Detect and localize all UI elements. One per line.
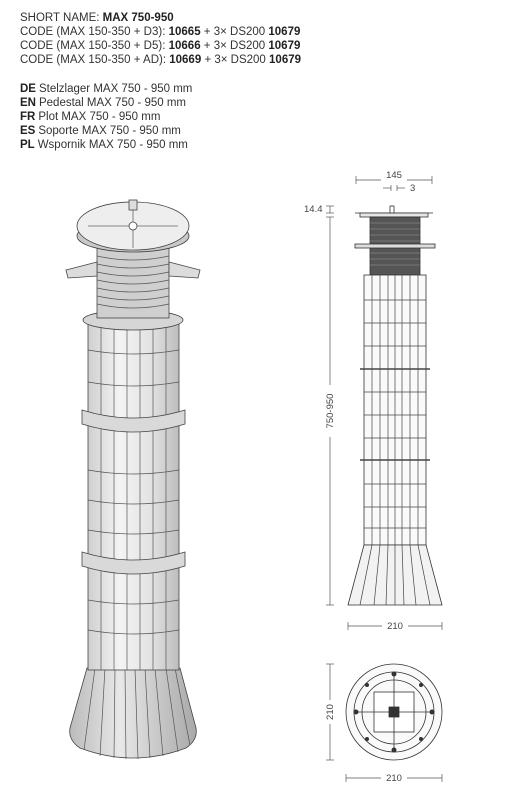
side-wings (354, 243, 436, 249)
code-line-1: CODE (MAX 150-350 + D3): 10665 + 3× DS20… (20, 25, 300, 39)
plan-center (388, 706, 400, 718)
code-number-2: 10679 (269, 54, 302, 66)
plan-holes (353, 671, 435, 753)
thread-lines (96, 255, 170, 309)
code-number: 10665 (168, 26, 201, 38)
code-number-2: 10679 (268, 40, 301, 52)
dim-height-range: 750-950 (325, 394, 336, 429)
side-column-grid (360, 275, 430, 545)
right-tab (168, 261, 201, 279)
head-center-hole (128, 221, 138, 231)
code-plus: + 3× DS200 (204, 54, 266, 66)
code-number: 10669 (169, 54, 202, 66)
pedestal-3d-view (65, 199, 201, 760)
side-base-ribs (359, 544, 431, 606)
dim-plan-height: 210 (325, 704, 336, 720)
code-line-2: CODE (MAX 150-350 + D5): 10666 + 3× DS20… (20, 39, 300, 53)
short-name-value: MAX 750-950 (102, 12, 174, 24)
dim-base-width: 210 (387, 621, 403, 632)
code-line-3: CODE (MAX 150-350 + AD): 10669 + 3× DS20… (20, 53, 301, 67)
short-name-line: SHORT NAME: MAX 750-950 (20, 11, 174, 25)
lang-code: FR (20, 111, 36, 123)
dim-tab-width: 3 (410, 183, 415, 194)
head-plate (359, 212, 429, 218)
lang-text: Pedestal MAX 750 - 950 mm (38, 97, 186, 109)
lang-text: Stelzlager MAX 750 - 950 mm (38, 83, 193, 95)
dim-head-height: 14.4 (304, 204, 323, 215)
code-number-2: 10679 (268, 26, 301, 38)
code-label: CODE (MAX 150-350 + D5): (20, 40, 166, 52)
column-grid (87, 322, 180, 670)
connector-ring-1 (81, 409, 186, 433)
center-tab (389, 205, 395, 214)
lang-code: ES (20, 125, 36, 137)
threaded-head (96, 247, 170, 319)
lang-code: EN (20, 97, 36, 109)
lang-text: Wspornik MAX 750 - 950 mm (37, 139, 188, 151)
lang-code: PL (20, 139, 35, 151)
lang-text: Soporte MAX 750 - 950 mm (38, 125, 181, 137)
code-plus: + 3× DS200 (203, 40, 266, 52)
dim-top-width: 145 (386, 170, 402, 181)
left-tab (65, 261, 98, 279)
connector-ring-2 (81, 551, 186, 575)
base-ribs (83, 667, 191, 760)
pedestal-column (87, 321, 180, 671)
head-tab (128, 199, 138, 211)
code-label: CODE (MAX 150-350 + AD): (20, 54, 167, 66)
side-elevation-view (347, 205, 443, 606)
plan-view (345, 663, 443, 761)
lang-text: Plot MAX 750 - 950 mm (38, 111, 161, 123)
lang-code: DE (20, 83, 36, 95)
short-name-label: SHORT NAME: (20, 12, 100, 24)
code-number: 10666 (168, 40, 201, 52)
code-plus: + 3× DS200 (203, 26, 266, 38)
dim-plan-width: 210 (386, 773, 402, 784)
code-label: CODE (MAX 150-350 + D3): (20, 26, 166, 38)
